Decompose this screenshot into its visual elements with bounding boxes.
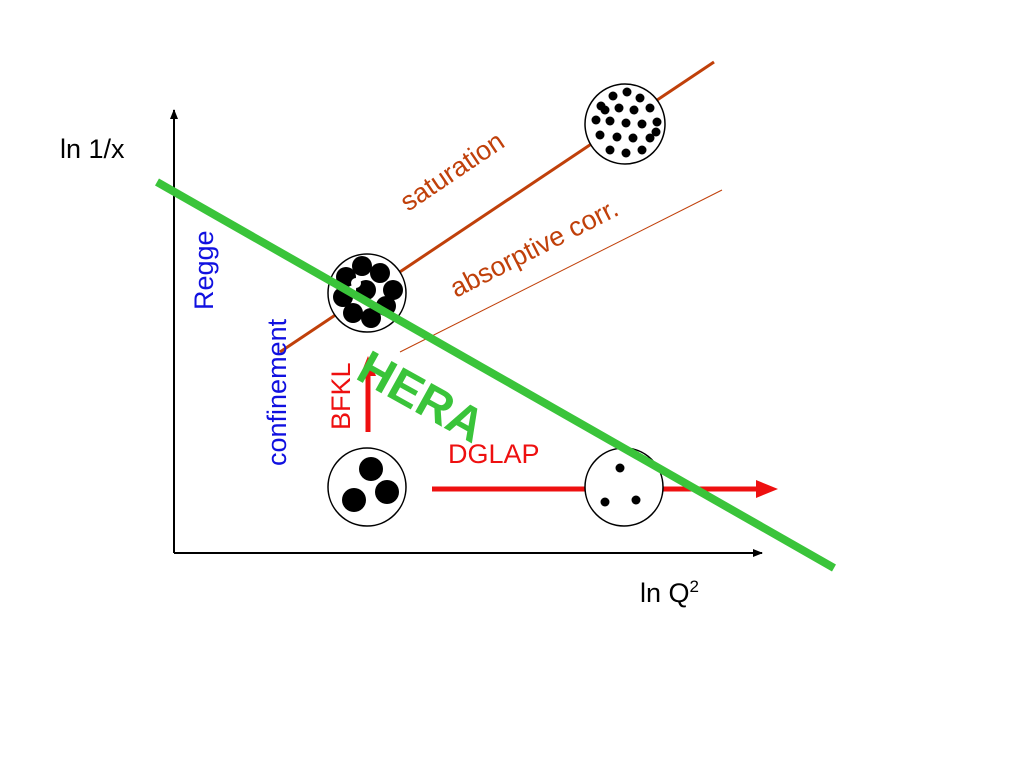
x-axis-label: ln Q2 xyxy=(640,577,699,608)
confinement-label: confinement xyxy=(262,318,292,466)
dglap-label: DGLAP xyxy=(448,439,540,469)
bfkl-label: BFKL xyxy=(326,362,356,430)
y-axis-label: ln 1/x xyxy=(60,134,125,164)
saturation-label: saturation xyxy=(395,126,510,217)
bfkl-arrow-head xyxy=(360,356,376,376)
regge-label: Regge xyxy=(189,230,219,310)
hera-line xyxy=(155,178,836,572)
dglap-arrow-head xyxy=(756,480,778,498)
proton-small-partons xyxy=(584,447,664,527)
absorptive-corr-label: absorptive corr. xyxy=(445,193,623,304)
x-axis-label-superscript: 2 xyxy=(690,577,699,596)
absorptive-corr-line xyxy=(399,189,723,353)
proton-dense-small-partons xyxy=(584,83,666,165)
proton-three-partons xyxy=(327,447,407,527)
